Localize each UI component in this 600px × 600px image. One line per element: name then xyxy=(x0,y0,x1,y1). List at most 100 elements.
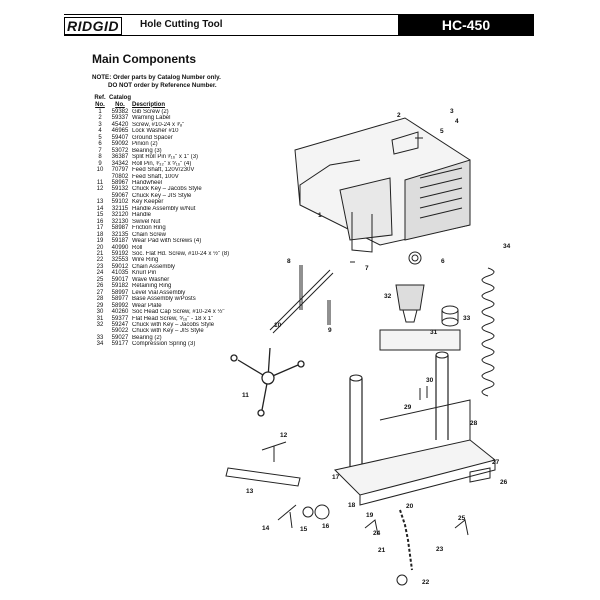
catalog-cell: 32115 xyxy=(111,205,129,212)
note-line-2: DO NOT order by Reference Number. xyxy=(108,81,217,89)
catalog-cell: 59132 xyxy=(111,186,129,193)
ref-cell: 19 xyxy=(96,238,104,245)
callout-5: 5 xyxy=(440,128,444,135)
ref-cell: 6 xyxy=(98,141,102,148)
callout-10: 10 xyxy=(274,322,282,329)
callout-23: 23 xyxy=(436,546,444,553)
description-cell: Key Keeper xyxy=(132,199,164,206)
description-cell: Warning Label xyxy=(132,115,171,122)
description-cell: Bearing (3) xyxy=(132,147,162,154)
ref-cell: 23 xyxy=(96,263,104,270)
description-header: Description xyxy=(132,101,166,108)
description-cell: Wear Pad with Screws (4) xyxy=(132,238,202,245)
catalog-cell: 40260 xyxy=(111,309,129,316)
ref-cell: 34 xyxy=(96,341,104,348)
callout-3: 3 xyxy=(450,108,454,115)
callout-13: 13 xyxy=(246,488,254,495)
ref-cell: 12 xyxy=(96,186,104,193)
order-note: NOTE: Order parts by Catalog Number only… xyxy=(92,74,221,89)
catalog-header-1: Catalog xyxy=(108,95,131,101)
model-number: HC-450 xyxy=(398,15,534,35)
description-cell: Handwheel xyxy=(132,179,163,186)
description-cell: Chuck with Key – Jacobs Style xyxy=(132,321,215,328)
ref-cell: 22 xyxy=(96,257,104,264)
callout-22: 22 xyxy=(422,579,430,586)
ref-cell: 15 xyxy=(96,212,104,219)
catalog-cell: 59187 xyxy=(111,238,129,245)
ref-cell: 4 xyxy=(98,128,102,135)
catalog-cell: 59192 xyxy=(111,250,129,257)
catalog-cell: 59407 xyxy=(111,134,129,141)
description-cell: Knurl Pin xyxy=(132,270,157,277)
description-cell: Gib Screw (2) xyxy=(132,109,169,115)
callout-34: 34 xyxy=(503,243,511,250)
description-cell: Ground Spacer xyxy=(132,134,173,141)
catalog-cell: 59017 xyxy=(111,276,129,283)
description-cell: Base Assembly w/Posts xyxy=(132,296,196,303)
catalog-cell: 46965 xyxy=(111,128,129,135)
ref-cell: 25 xyxy=(96,276,104,283)
callout-4: 4 xyxy=(455,118,459,125)
description-cell: Soc. Flat Hd. Screw, #10-24 x ½" (8) xyxy=(132,250,230,257)
ref-cell: 8 xyxy=(98,154,102,161)
catalog-cell: 59012 xyxy=(111,263,129,270)
description-cell: Chuck Key – JIS Style xyxy=(132,192,192,199)
description-cell: Handle Assembly w/Nut xyxy=(132,205,196,212)
catalog-header-2: No. xyxy=(115,101,125,108)
description-cell: Chuck Key – Jacobs Style xyxy=(132,186,202,193)
description-cell: Lock Washer #10 xyxy=(132,128,179,135)
catalog-cell: 59337 xyxy=(111,115,129,122)
ref-cell: 14 xyxy=(96,205,104,212)
ref-cell: 11 xyxy=(96,179,104,186)
callout-17: 17 xyxy=(332,474,340,481)
catalog-cell: 59027 xyxy=(111,334,129,341)
callout-27: 27 xyxy=(492,459,500,466)
ref-cell: 33 xyxy=(96,334,104,341)
callout-14: 14 xyxy=(262,525,270,532)
catalog-cell: 34342 xyxy=(111,160,129,167)
description-cell: Handle xyxy=(132,212,152,219)
catalog-cell: 59182 xyxy=(111,283,129,290)
ref-cell: 31 xyxy=(96,315,104,322)
ref-cell: 24 xyxy=(96,270,104,277)
catalog-cell: 40990 xyxy=(111,244,129,251)
catalog-cell: 58977 xyxy=(111,296,129,303)
catalog-cell: 59102 xyxy=(111,199,129,206)
ref-cell: 32 xyxy=(96,321,104,328)
section-title: Main Components xyxy=(92,52,196,66)
ref-cell: 16 xyxy=(96,218,104,225)
callout-6: 6 xyxy=(441,258,445,265)
ref-header-1: Ref. xyxy=(94,95,106,101)
callout-19: 19 xyxy=(366,512,374,519)
description-cell: Level Vial Assembly xyxy=(132,289,186,296)
description-cell: Split Roll Pin ³⁄₁₆" x 1" (3) xyxy=(132,154,199,161)
catalog-cell: 59092 xyxy=(111,141,129,148)
catalog-cell: 58987 xyxy=(111,225,129,232)
callout-33: 33 xyxy=(463,315,471,322)
callout-8: 8 xyxy=(287,258,291,265)
ref-cell: 7 xyxy=(98,147,102,154)
ref-cell: 18 xyxy=(96,231,104,238)
